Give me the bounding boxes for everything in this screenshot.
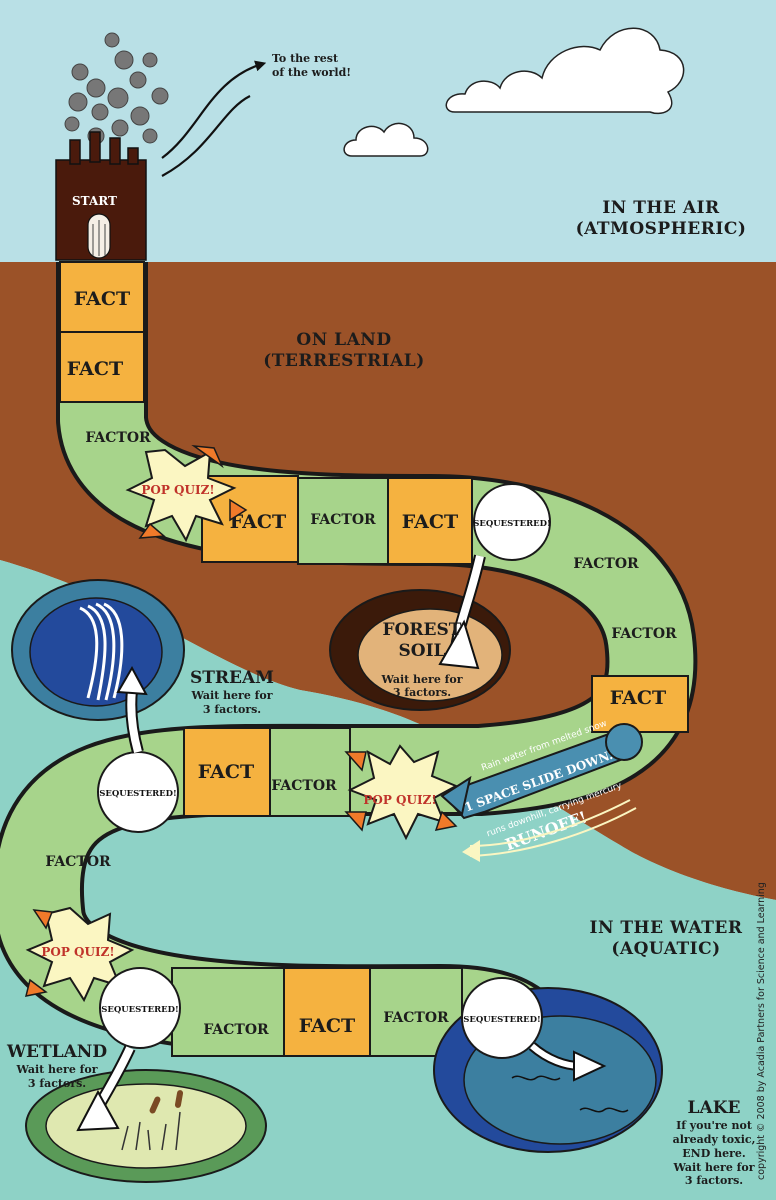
- cloud-large: [445, 27, 685, 115]
- space-6[interactable]: [297, 477, 389, 565]
- forest-soil-note2: 3 factors.: [392, 686, 452, 700]
- stream-title: STREAM: [189, 668, 275, 688]
- world-note-line2: of the world!: [272, 65, 352, 79]
- sequestered-3[interactable]: SEQUESTERED!: [99, 967, 181, 1049]
- lake-note3: END here.: [682, 1146, 746, 1160]
- stream-label: STREAM Wait here for 3 factors.: [182, 668, 282, 717]
- lake-note2: already toxic,: [672, 1133, 756, 1146]
- sequestered-1[interactable]: SEQUESTERED!: [473, 483, 551, 561]
- lake-label: LAKE If you're not already toxic, END he…: [664, 1098, 764, 1188]
- copyright: copyright © 2008 by Acadia Partners for …: [756, 882, 767, 1180]
- wetland-note2: 3 factors.: [27, 1077, 87, 1090]
- space-label-14: FACT: [198, 761, 254, 783]
- stream-pool[interactable]: [11, 579, 185, 721]
- svg-text:SEQUESTERED!: SEQUESTERED!: [101, 1005, 179, 1015]
- forest-soil-label: FOREST SOIL Wait here for 3 factors.: [352, 620, 492, 700]
- cloud-small: [343, 122, 429, 157]
- space-20[interactable]: [283, 967, 371, 1057]
- sequestered-2[interactable]: SEQUESTERED!: [97, 751, 179, 833]
- space-label-11: FACT: [610, 687, 666, 709]
- region-water: IN THE WATER (AQUATIC): [560, 918, 772, 961]
- space-15[interactable]: [269, 727, 351, 817]
- region-water-title: IN THE WATER: [589, 918, 743, 938]
- svg-text:SEQUESTERED!: SEQUESTERED!: [463, 1015, 541, 1025]
- lake-note4: Wait here for: [673, 1160, 755, 1174]
- pop-quiz-text-1: POP QUIZ!: [141, 483, 214, 497]
- region-land-sub: (TERRESTRIAL): [263, 351, 425, 372]
- region-air-title: IN THE AIR: [602, 198, 720, 218]
- svg-text:SEQUESTERED!: SEQUESTERED!: [473, 519, 551, 529]
- stream-note2: 3 factors.: [202, 703, 262, 716]
- space-label-1: FACT: [74, 288, 130, 310]
- pop-quiz-text-3: POP QUIZ!: [41, 945, 114, 959]
- space-1[interactable]: [59, 261, 145, 333]
- space-2[interactable]: [59, 331, 145, 403]
- space-label-10: FACTOR: [611, 626, 677, 642]
- space-label-7: FACT: [402, 511, 458, 533]
- region-land-title: ON LAND: [296, 330, 392, 350]
- space-label-9: FACTOR: [573, 556, 639, 572]
- lake-note1: If you're not: [676, 1119, 752, 1133]
- space-label-15: FACTOR: [271, 778, 337, 794]
- pop-quiz-text-2: POP QUIZ!: [363, 793, 436, 807]
- space-14[interactable]: [183, 727, 271, 817]
- space-label-2: FACT: [67, 358, 123, 380]
- space-19[interactable]: [171, 967, 285, 1057]
- world-note: To the rest of the world!: [272, 52, 351, 80]
- space-label-21: FACTOR: [383, 1010, 449, 1026]
- sequestered-4[interactable]: SEQUESTERED!: [461, 977, 543, 1059]
- world-arrows: [161, 60, 267, 177]
- factory-smoke: [64, 32, 169, 145]
- space-label-3: FACTOR: [85, 430, 151, 446]
- lake-title: LAKE: [687, 1098, 741, 1118]
- pop-quiz-burst-2[interactable]: POP QUIZ!: [344, 744, 459, 841]
- stream-note1: Wait here for: [191, 689, 273, 703]
- space-label-20: FACT: [299, 1015, 355, 1037]
- space-11[interactable]: [591, 675, 689, 733]
- space-label-6: FACTOR: [310, 512, 376, 528]
- wetland-note1: Wait here for: [16, 1063, 98, 1077]
- runoff-slide[interactable]: [440, 723, 643, 820]
- region-water-sub: (AQUATIC): [611, 939, 721, 960]
- start-label: START: [72, 194, 117, 208]
- svg-text:SEQUESTERED!: SEQUESTERED!: [99, 789, 177, 799]
- region-air-sub: (ATMOSPHERIC): [575, 219, 747, 240]
- forest-soil-title1: FOREST: [382, 620, 462, 640]
- pop-quiz-burst-1[interactable]: POP QUIZ!: [125, 444, 248, 543]
- space-label-5: FACT: [230, 511, 286, 533]
- space-7[interactable]: [387, 477, 473, 565]
- world-note-line1: To the rest: [272, 52, 339, 65]
- space-label-16: FACTOR: [45, 854, 111, 870]
- wetland-title: WETLAND: [6, 1042, 108, 1062]
- region-air: IN THE AIR (ATMOSPHERIC): [556, 198, 766, 241]
- lake-note5: 3 factors.: [684, 1174, 744, 1188]
- forest-soil-title2: SOIL: [398, 641, 446, 662]
- wetland-label: WETLAND Wait here for 3 factors.: [2, 1042, 112, 1091]
- region-land: ON LAND (TERRESTRIAL): [238, 330, 450, 373]
- forest-soil-note1: Wait here for: [381, 672, 463, 686]
- runoff-arrows: [469, 799, 637, 857]
- space-label-19: FACTOR: [203, 1022, 269, 1038]
